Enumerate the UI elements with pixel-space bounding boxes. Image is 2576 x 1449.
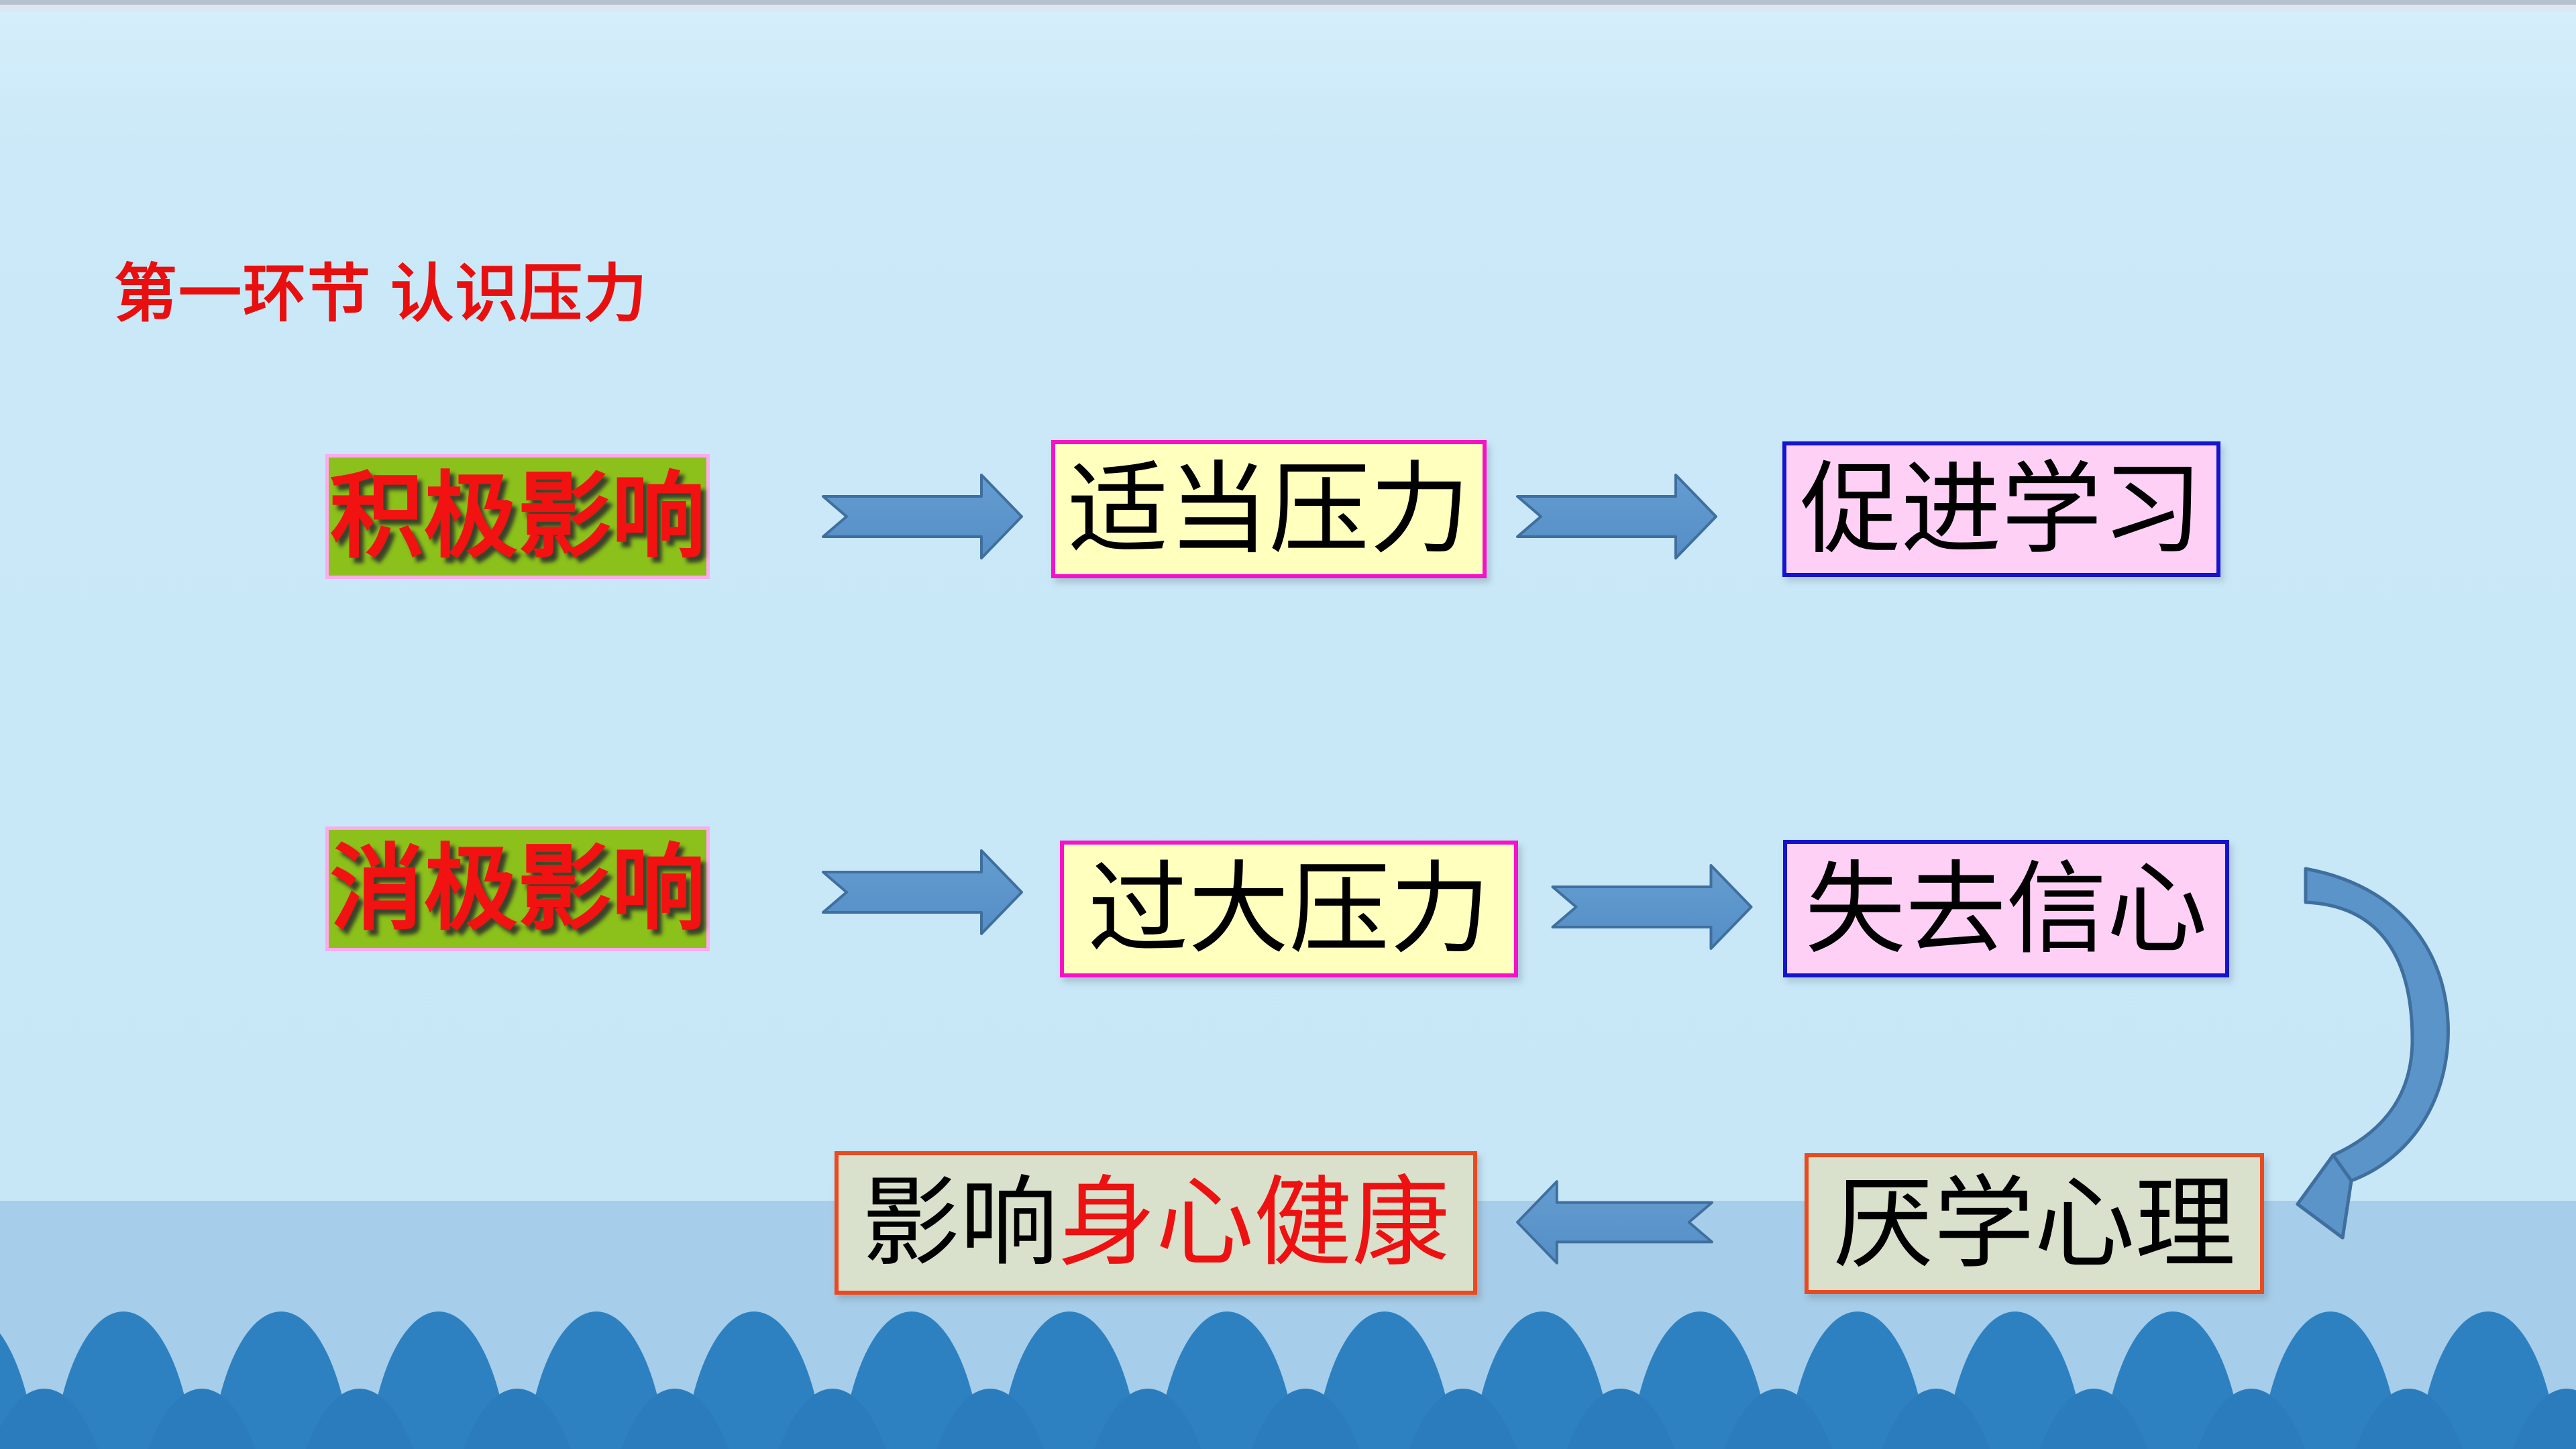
top-edge-strip bbox=[0, 0, 2576, 5]
box-positive-influence: 积极影响 bbox=[325, 454, 710, 579]
box-lose-confidence: 失去信心 bbox=[1783, 840, 2229, 977]
affect-health-prefix: 影响 bbox=[862, 1168, 1058, 1277]
top-edge-highlight-strip bbox=[0, 5, 2576, 12]
arrow-left-icon bbox=[1516, 1180, 1713, 1265]
box-excessive-pressure: 过大压力 bbox=[1060, 841, 1518, 977]
curved-arrow-down-icon bbox=[2296, 867, 2450, 1240]
arrow-right-icon bbox=[822, 474, 1023, 559]
arrow-right-icon bbox=[1551, 864, 1753, 950]
arrow-right-icon bbox=[822, 849, 1023, 935]
page-title: 第一环节 认识压力 bbox=[114, 258, 649, 329]
box-negative-influence: 消极影响 bbox=[325, 826, 710, 951]
affect-health-highlight: 身心健康 bbox=[1058, 1168, 1450, 1277]
arrow-right-icon bbox=[1516, 474, 1717, 559]
box-school-weariness: 厌学心理 bbox=[1805, 1153, 2264, 1294]
box-moderate-pressure: 适当压力 bbox=[1051, 440, 1487, 578]
box-affect-health: 影响身心健康 bbox=[835, 1151, 1477, 1295]
box-promote-learning: 促进学习 bbox=[1782, 441, 2220, 577]
